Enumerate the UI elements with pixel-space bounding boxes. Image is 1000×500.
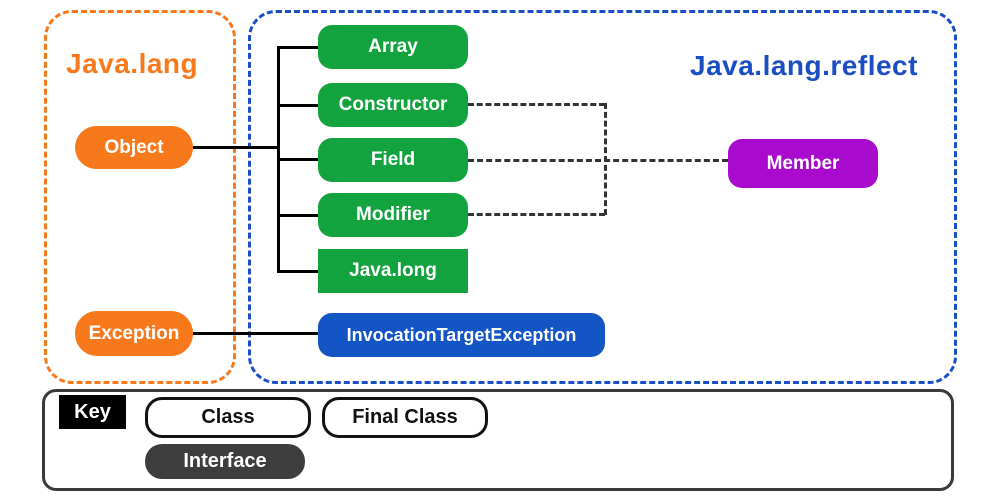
connector-exception-invocation (193, 332, 318, 335)
dashed-connector-field-member (468, 159, 728, 162)
connector-branch-field (277, 158, 318, 161)
node-object: Object (75, 126, 193, 169)
package-title-java-lang: Java.lang (66, 48, 199, 79)
node-modifier: Modifier (318, 193, 468, 237)
legend-final-class: Final Class (322, 397, 488, 438)
dashed-connector-modifier (468, 213, 605, 216)
node-invocation-target-exception: InvocationTargetException (318, 313, 605, 357)
legend-interface: Interface (145, 444, 305, 479)
key-title: Key (59, 395, 126, 429)
node-field: Field (318, 138, 468, 182)
connector-branch-java-long (277, 270, 318, 273)
connector-branch-modifier (277, 214, 318, 217)
node-java-long: Java.long (318, 249, 468, 293)
node-array: Array (318, 25, 468, 69)
connector-branch-constructor (277, 104, 318, 107)
node-exception: Exception (75, 311, 193, 356)
legend-class: Class (145, 397, 311, 438)
connector-branch-array (277, 46, 318, 49)
node-constructor: Constructor (318, 83, 468, 127)
dashed-connector-vertical (604, 103, 607, 215)
node-member: Member (728, 139, 878, 188)
connector-object-trunk (193, 146, 278, 149)
package-java-lang-reflect (248, 10, 957, 384)
package-java-lang (44, 10, 236, 384)
dashed-connector-constructor (468, 103, 605, 106)
package-title-java-lang-reflect: Java.lang.reflect (690, 50, 918, 81)
